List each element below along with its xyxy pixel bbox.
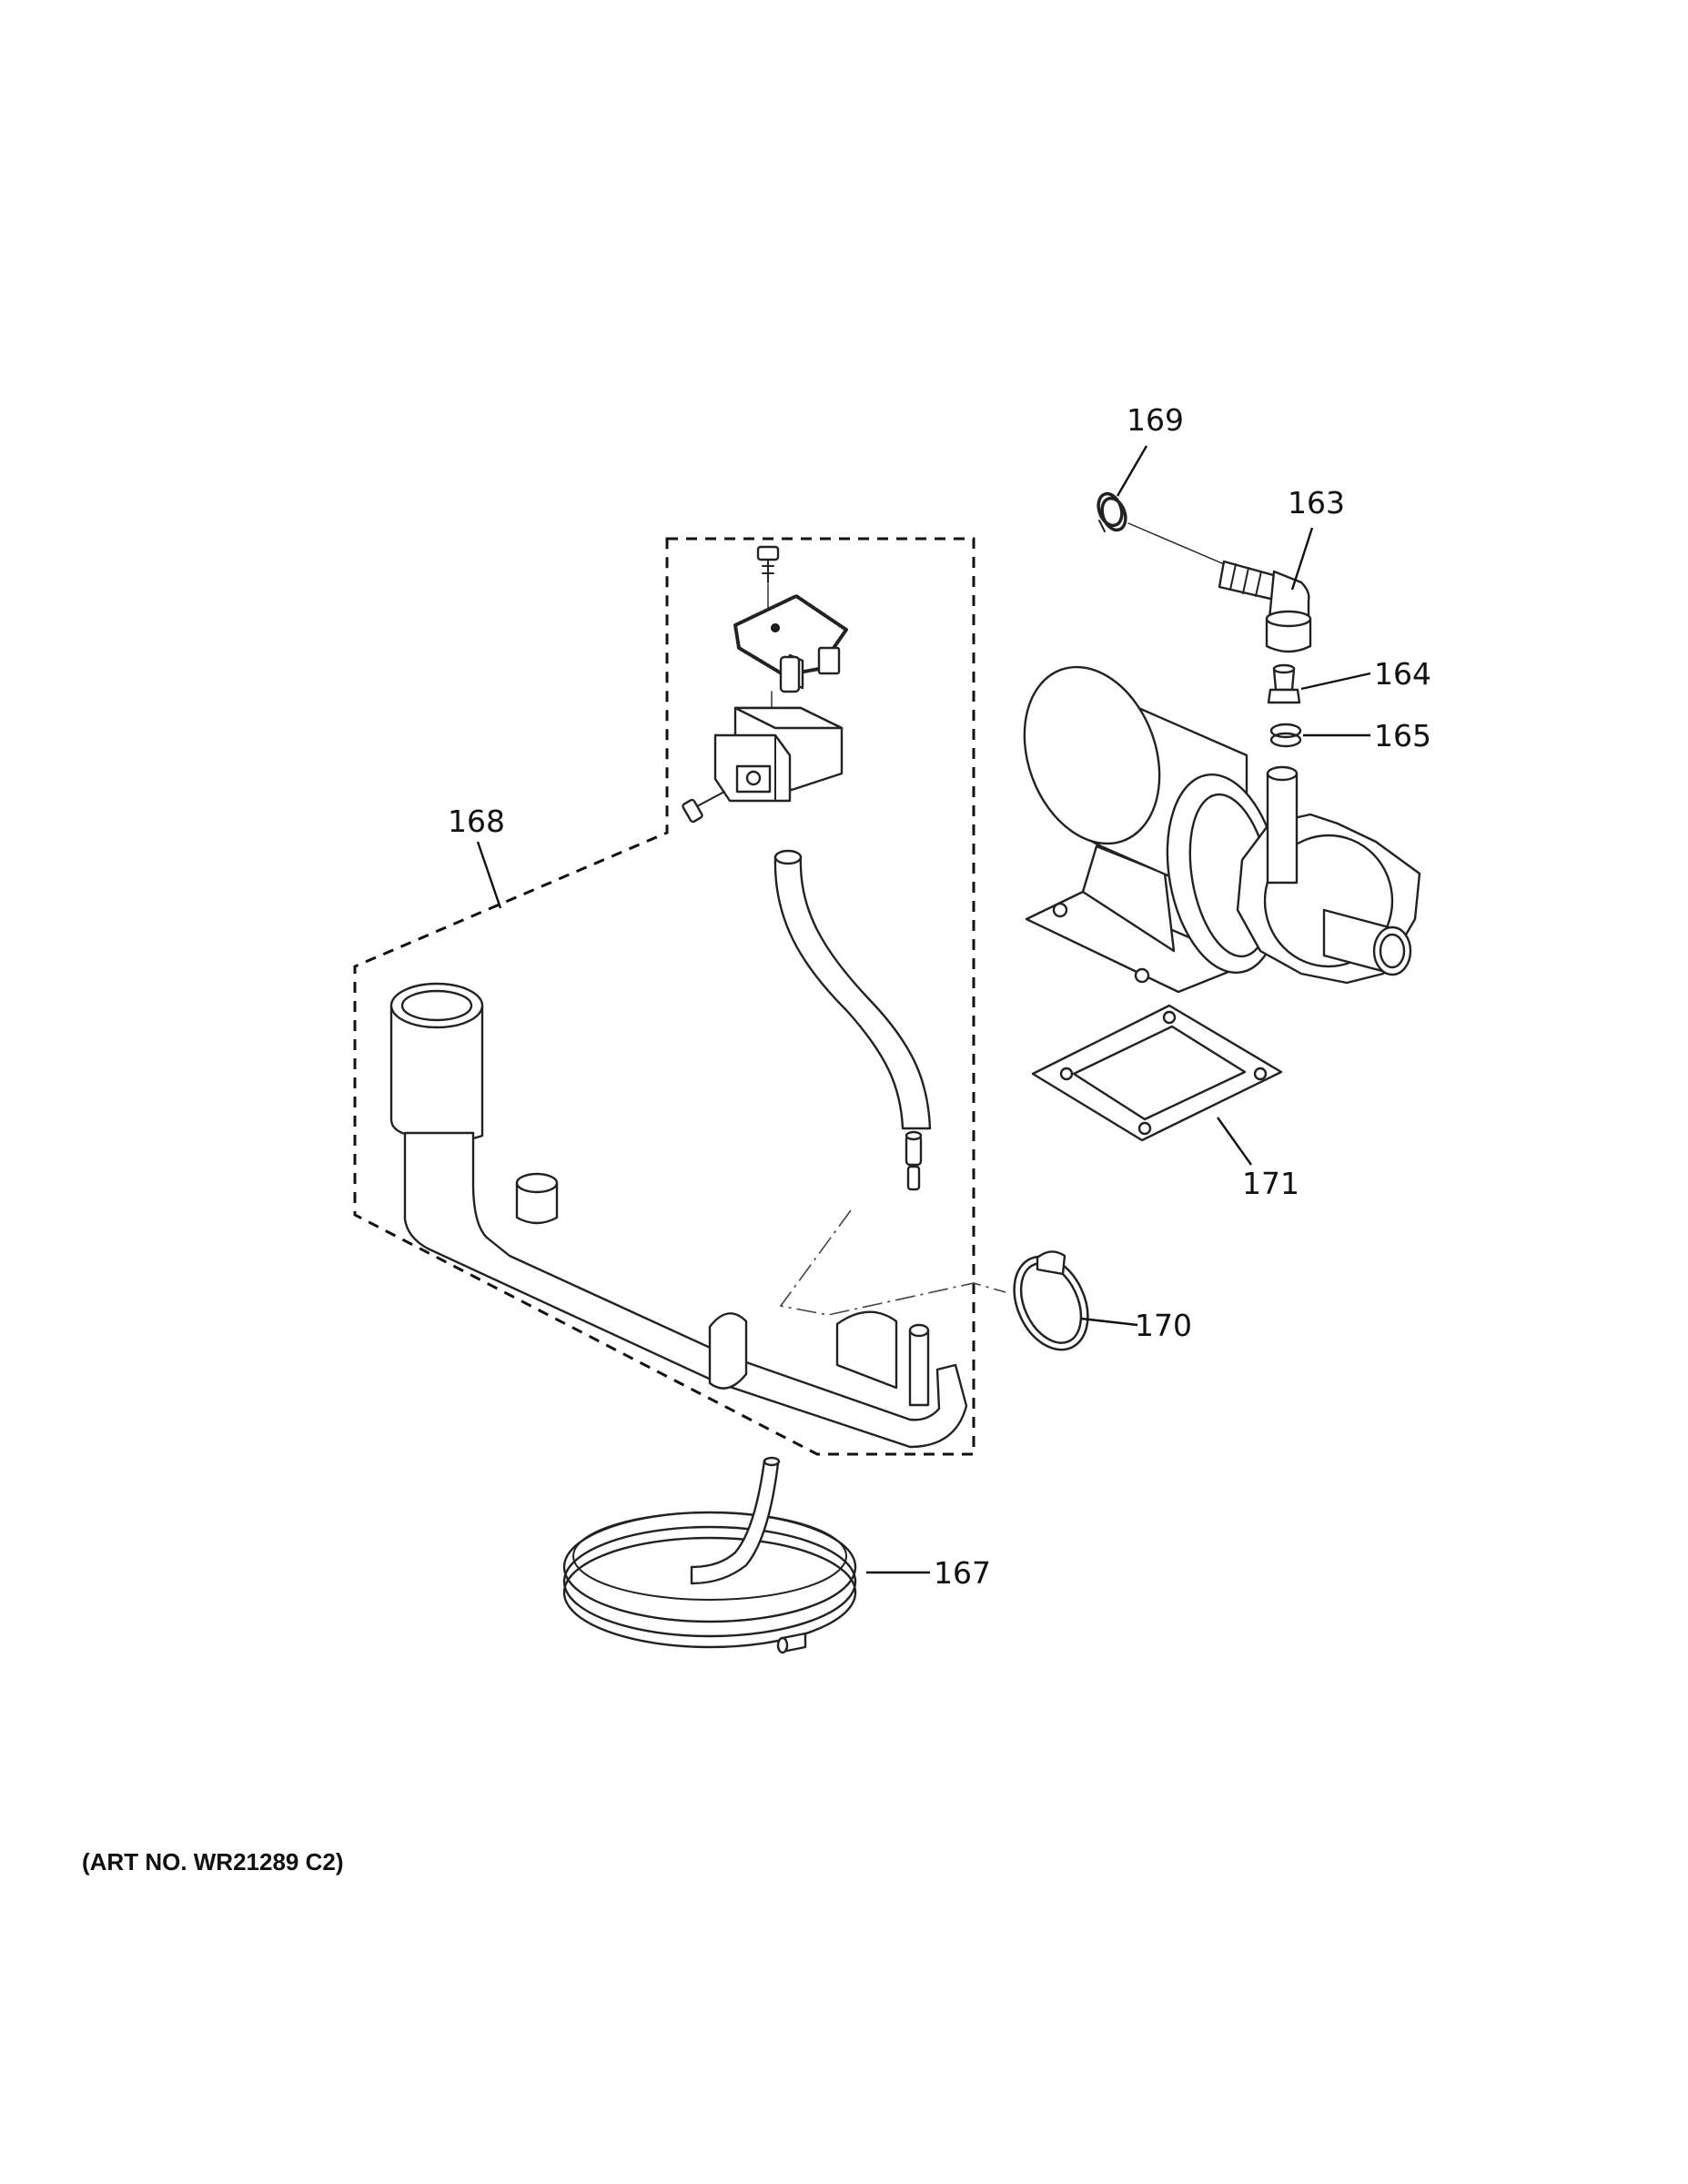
leader-168 xyxy=(476,841,502,909)
callout-163: 163 xyxy=(1288,485,1345,521)
art-number: (ART NO. WR21289 C2) xyxy=(82,1848,344,1876)
callout-170: 170 xyxy=(1135,1308,1192,1343)
callout-167: 167 xyxy=(934,1555,991,1591)
side-screw xyxy=(682,791,725,824)
callout-171: 171 xyxy=(1242,1166,1299,1201)
callout-168: 168 xyxy=(448,804,505,839)
drain-hose xyxy=(773,849,932,1130)
reservoir-pipe xyxy=(389,982,968,1449)
callout-164: 164 xyxy=(1374,656,1431,692)
check-valve xyxy=(1267,663,1301,704)
top-screw xyxy=(756,545,780,583)
callout-165: 165 xyxy=(1374,718,1431,753)
leader-164 xyxy=(1300,672,1371,691)
phantom-line xyxy=(779,1209,1006,1316)
callout-169: 169 xyxy=(1127,402,1184,438)
leader-163 xyxy=(1290,527,1314,591)
hose-clip xyxy=(1013,1250,1089,1351)
leader-170 xyxy=(1080,1317,1138,1327)
elbow-fitting xyxy=(1218,560,1312,653)
coiled-tubing xyxy=(562,1456,857,1654)
spring-clamp xyxy=(1097,491,1127,532)
switch-housing xyxy=(713,706,844,803)
hose-fitting xyxy=(905,1130,923,1191)
assembly-168-boundary xyxy=(353,537,975,1456)
o-ring xyxy=(1269,723,1302,748)
pump-motor xyxy=(1023,665,1421,994)
leader-169 xyxy=(1116,445,1148,497)
gasket xyxy=(1031,1004,1283,1142)
leader-171 xyxy=(1217,1117,1252,1166)
control-board xyxy=(733,594,848,693)
